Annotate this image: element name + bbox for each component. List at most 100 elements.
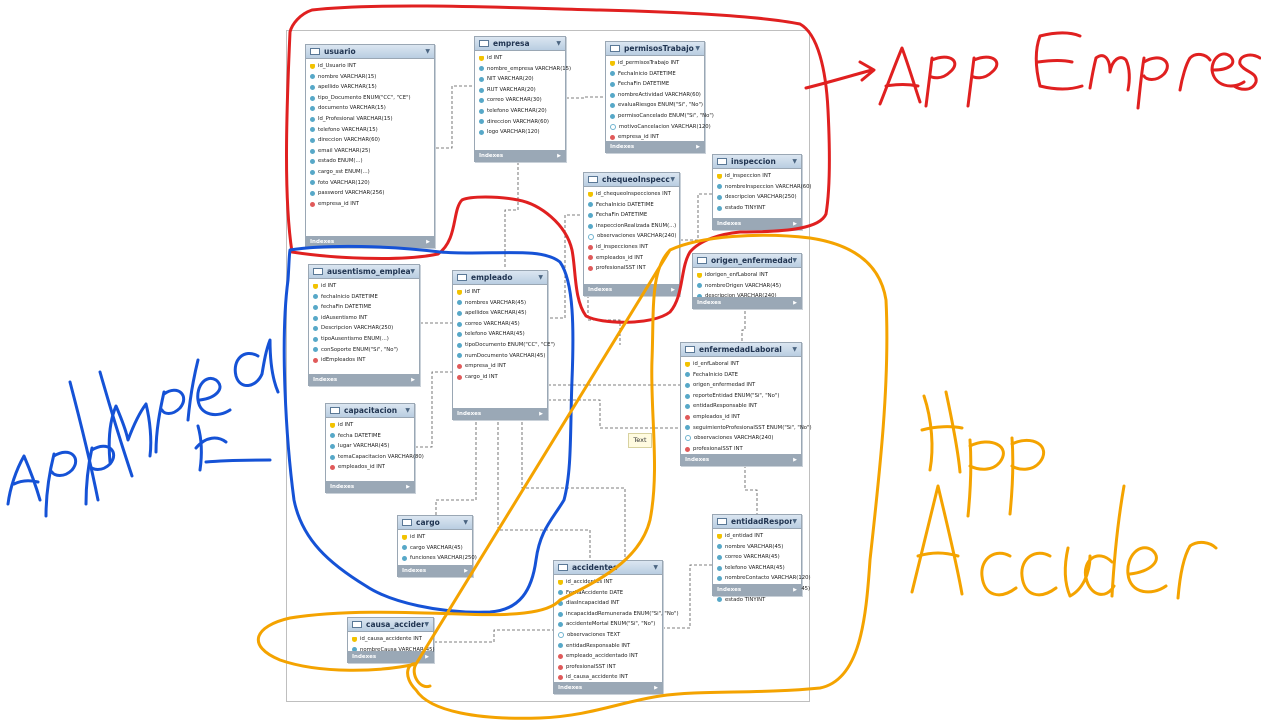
column-row[interactable]: nombreActividad VARCHAR(60) — [606, 90, 704, 101]
column-row[interactable]: empleados_id INT — [681, 412, 801, 423]
column-row[interactable]: correo VARCHAR(45) — [713, 552, 801, 563]
column-row[interactable]: id_chequeoInspecciones INT — [584, 189, 679, 200]
indexes-bar[interactable]: Indexes▶ — [348, 651, 433, 662]
column-row[interactable]: FechaInicio DATETIME — [606, 69, 704, 80]
expand-arrow-icon[interactable]: ▶ — [411, 376, 415, 383]
column-row[interactable]: FechaFin DATETIME — [584, 210, 679, 221]
column-row[interactable]: id INT — [453, 287, 547, 298]
expand-arrow-icon[interactable]: ▶ — [793, 456, 797, 463]
column-row[interactable]: descripcion VARCHAR(250) — [713, 192, 801, 203]
indexes-bar[interactable]: Indexes▶ — [306, 236, 434, 247]
column-row[interactable]: cargo_id INT — [453, 372, 547, 383]
column-row[interactable]: email VARCHAR(25) — [306, 146, 434, 157]
column-row[interactable]: FechaAccidente DATE — [554, 588, 662, 599]
expand-arrow-icon[interactable]: ▶ — [539, 410, 543, 417]
column-row[interactable]: reporteEntidad ENUM("Si", "No") — [681, 391, 801, 402]
column-row[interactable]: telefono VARCHAR(20) — [475, 106, 565, 117]
chevron-down-icon[interactable]: ▼ — [792, 257, 797, 264]
column-row[interactable]: estado TINYINT — [713, 203, 801, 214]
column-row[interactable]: cargo_sst ENUM(...) — [306, 167, 434, 178]
column-row[interactable]: direccion VARCHAR(60) — [475, 117, 565, 128]
chevron-down-icon[interactable]: ▼ — [792, 518, 797, 525]
column-row[interactable]: RUT VARCHAR(20) — [475, 85, 565, 96]
column-row[interactable]: evaluaRiesgos ENUM("Si", "No") — [606, 100, 704, 111]
chevron-down-icon[interactable]: ▼ — [410, 268, 415, 275]
column-row[interactable]: temaCapacitacion VARCHAR(80) — [326, 452, 424, 463]
column-row[interactable]: observaciones VARCHAR(240) — [681, 433, 801, 444]
column-row[interactable]: permisoCancelado ENUM("Si", "No") — [606, 111, 714, 122]
column-row[interactable]: correo VARCHAR(30) — [475, 95, 565, 106]
column-row[interactable]: id_inspecciones INT — [584, 242, 679, 253]
table-header[interactable]: empresa▼ — [475, 37, 565, 51]
column-row[interactable]: logo VARCHAR(120) — [475, 127, 565, 138]
table-header[interactable]: cargo▼ — [398, 516, 472, 530]
expand-arrow-icon[interactable]: ▶ — [793, 586, 797, 593]
table-header[interactable]: chequeoInspecciones▼ — [584, 173, 679, 187]
column-row[interactable]: lugar VARCHAR(45) — [326, 441, 414, 452]
column-row[interactable]: telefono VARCHAR(45) — [453, 329, 547, 340]
column-row[interactable]: FechaInicio DATETIME — [584, 200, 679, 211]
column-row[interactable]: fechaInicio DATETIME — [309, 292, 419, 303]
chevron-down-icon[interactable]: ▼ — [463, 519, 468, 526]
column-row[interactable]: profesionalSST INT — [584, 263, 679, 274]
column-row[interactable]: incapacidadRemunerada ENUM("Si", "No") — [554, 609, 679, 620]
table-header[interactable]: entidadResponsable▼ — [713, 515, 801, 529]
indexes-bar[interactable]: Indexes▶ — [309, 374, 419, 385]
indexes-bar[interactable]: Indexes▶ — [398, 565, 472, 576]
chevron-down-icon[interactable]: ▼ — [405, 407, 410, 414]
expand-arrow-icon[interactable]: ▶ — [464, 567, 468, 574]
column-row[interactable]: tipoAusentismo ENUM(...) — [309, 334, 419, 345]
column-row[interactable]: idorigen_enfLaboral INT — [693, 270, 801, 281]
column-row[interactable]: nombreContacto VARCHAR(120) — [713, 573, 811, 584]
column-row[interactable]: correo VARCHAR(45) — [453, 319, 547, 330]
indexes-bar[interactable]: Indexes▶ — [554, 682, 662, 693]
expand-arrow-icon[interactable]: ▶ — [793, 220, 797, 227]
table-header[interactable]: enfermedadLaboral▼ — [681, 343, 801, 357]
column-row[interactable]: id_inspeccion INT — [713, 171, 801, 182]
column-row[interactable]: FechaFin DATETIME — [606, 79, 704, 90]
column-row[interactable]: foto VARCHAR(120) — [306, 178, 434, 189]
table-header[interactable]: ausentismo_empleado▼ — [309, 265, 419, 279]
column-row[interactable]: estado ENUM(...) — [306, 156, 434, 167]
chevron-down-icon[interactable]: ▼ — [556, 40, 561, 47]
expand-arrow-icon[interactable]: ▶ — [654, 684, 658, 691]
chevron-down-icon[interactable]: ▼ — [792, 158, 797, 165]
column-row[interactable]: direccion VARCHAR(60) — [306, 135, 434, 146]
indexes-bar[interactable]: Indexes▶ — [475, 150, 565, 161]
text-note[interactable]: Text — [628, 433, 652, 448]
column-row[interactable]: id INT — [326, 420, 414, 431]
column-row[interactable]: tipo_Documento ENUM("CC", "CE") — [306, 93, 434, 104]
indexes-bar[interactable]: Indexes▶ — [453, 408, 547, 419]
column-row[interactable]: Descripcion VARCHAR(250) — [309, 323, 419, 334]
column-row[interactable]: diasIncapacidad INT — [554, 598, 662, 609]
column-row[interactable]: nombreInspeccion VARCHAR(60) — [713, 182, 812, 193]
column-row[interactable]: nombreOrigen VARCHAR(45) — [693, 281, 801, 292]
column-row[interactable]: tipoDocumento ENUM("CC", "CE") — [453, 340, 555, 351]
column-row[interactable]: funciones VARCHAR(250) — [398, 553, 477, 564]
table-header[interactable]: origen_enfermedad_laboral▼ — [693, 254, 801, 268]
column-row[interactable]: id_Usuario INT — [306, 61, 434, 72]
column-row[interactable]: id_permisosTrabajo INT — [606, 58, 704, 69]
column-row[interactable]: entidadResponsable INT — [681, 401, 801, 412]
column-row[interactable]: nombre VARCHAR(45) — [713, 542, 801, 553]
column-row[interactable]: accidenteMortal ENUM("Si", "No") — [554, 619, 662, 630]
column-row[interactable]: empresa_id INT — [306, 199, 434, 210]
expand-arrow-icon[interactable]: ▶ — [557, 152, 561, 159]
indexes-bar[interactable]: Indexes▶ — [606, 141, 704, 152]
column-row[interactable]: telefono VARCHAR(45) — [713, 563, 801, 574]
expand-arrow-icon[interactable]: ▶ — [696, 143, 700, 150]
column-row[interactable]: NIT VARCHAR(20) — [475, 74, 565, 85]
table-header[interactable]: usuario▼ — [306, 45, 434, 59]
column-row[interactable]: motivoCancelacion VARCHAR(120) — [606, 122, 711, 133]
column-row[interactable]: empleado_accidentado INT — [554, 651, 662, 662]
column-row[interactable]: origen_enfermedad INT — [681, 380, 801, 391]
chevron-down-icon[interactable]: ▼ — [670, 176, 675, 183]
column-row[interactable]: idAusentismo INT — [309, 313, 419, 324]
